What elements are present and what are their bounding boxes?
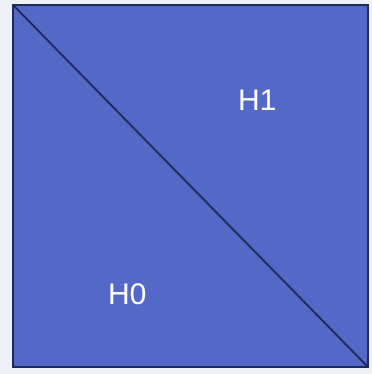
region-h1-label: H1 — [238, 84, 276, 117]
square-border — [12, 4, 369, 368]
diagonal-divider — [12, 4, 369, 368]
region-h0-label: H0 — [108, 278, 146, 311]
